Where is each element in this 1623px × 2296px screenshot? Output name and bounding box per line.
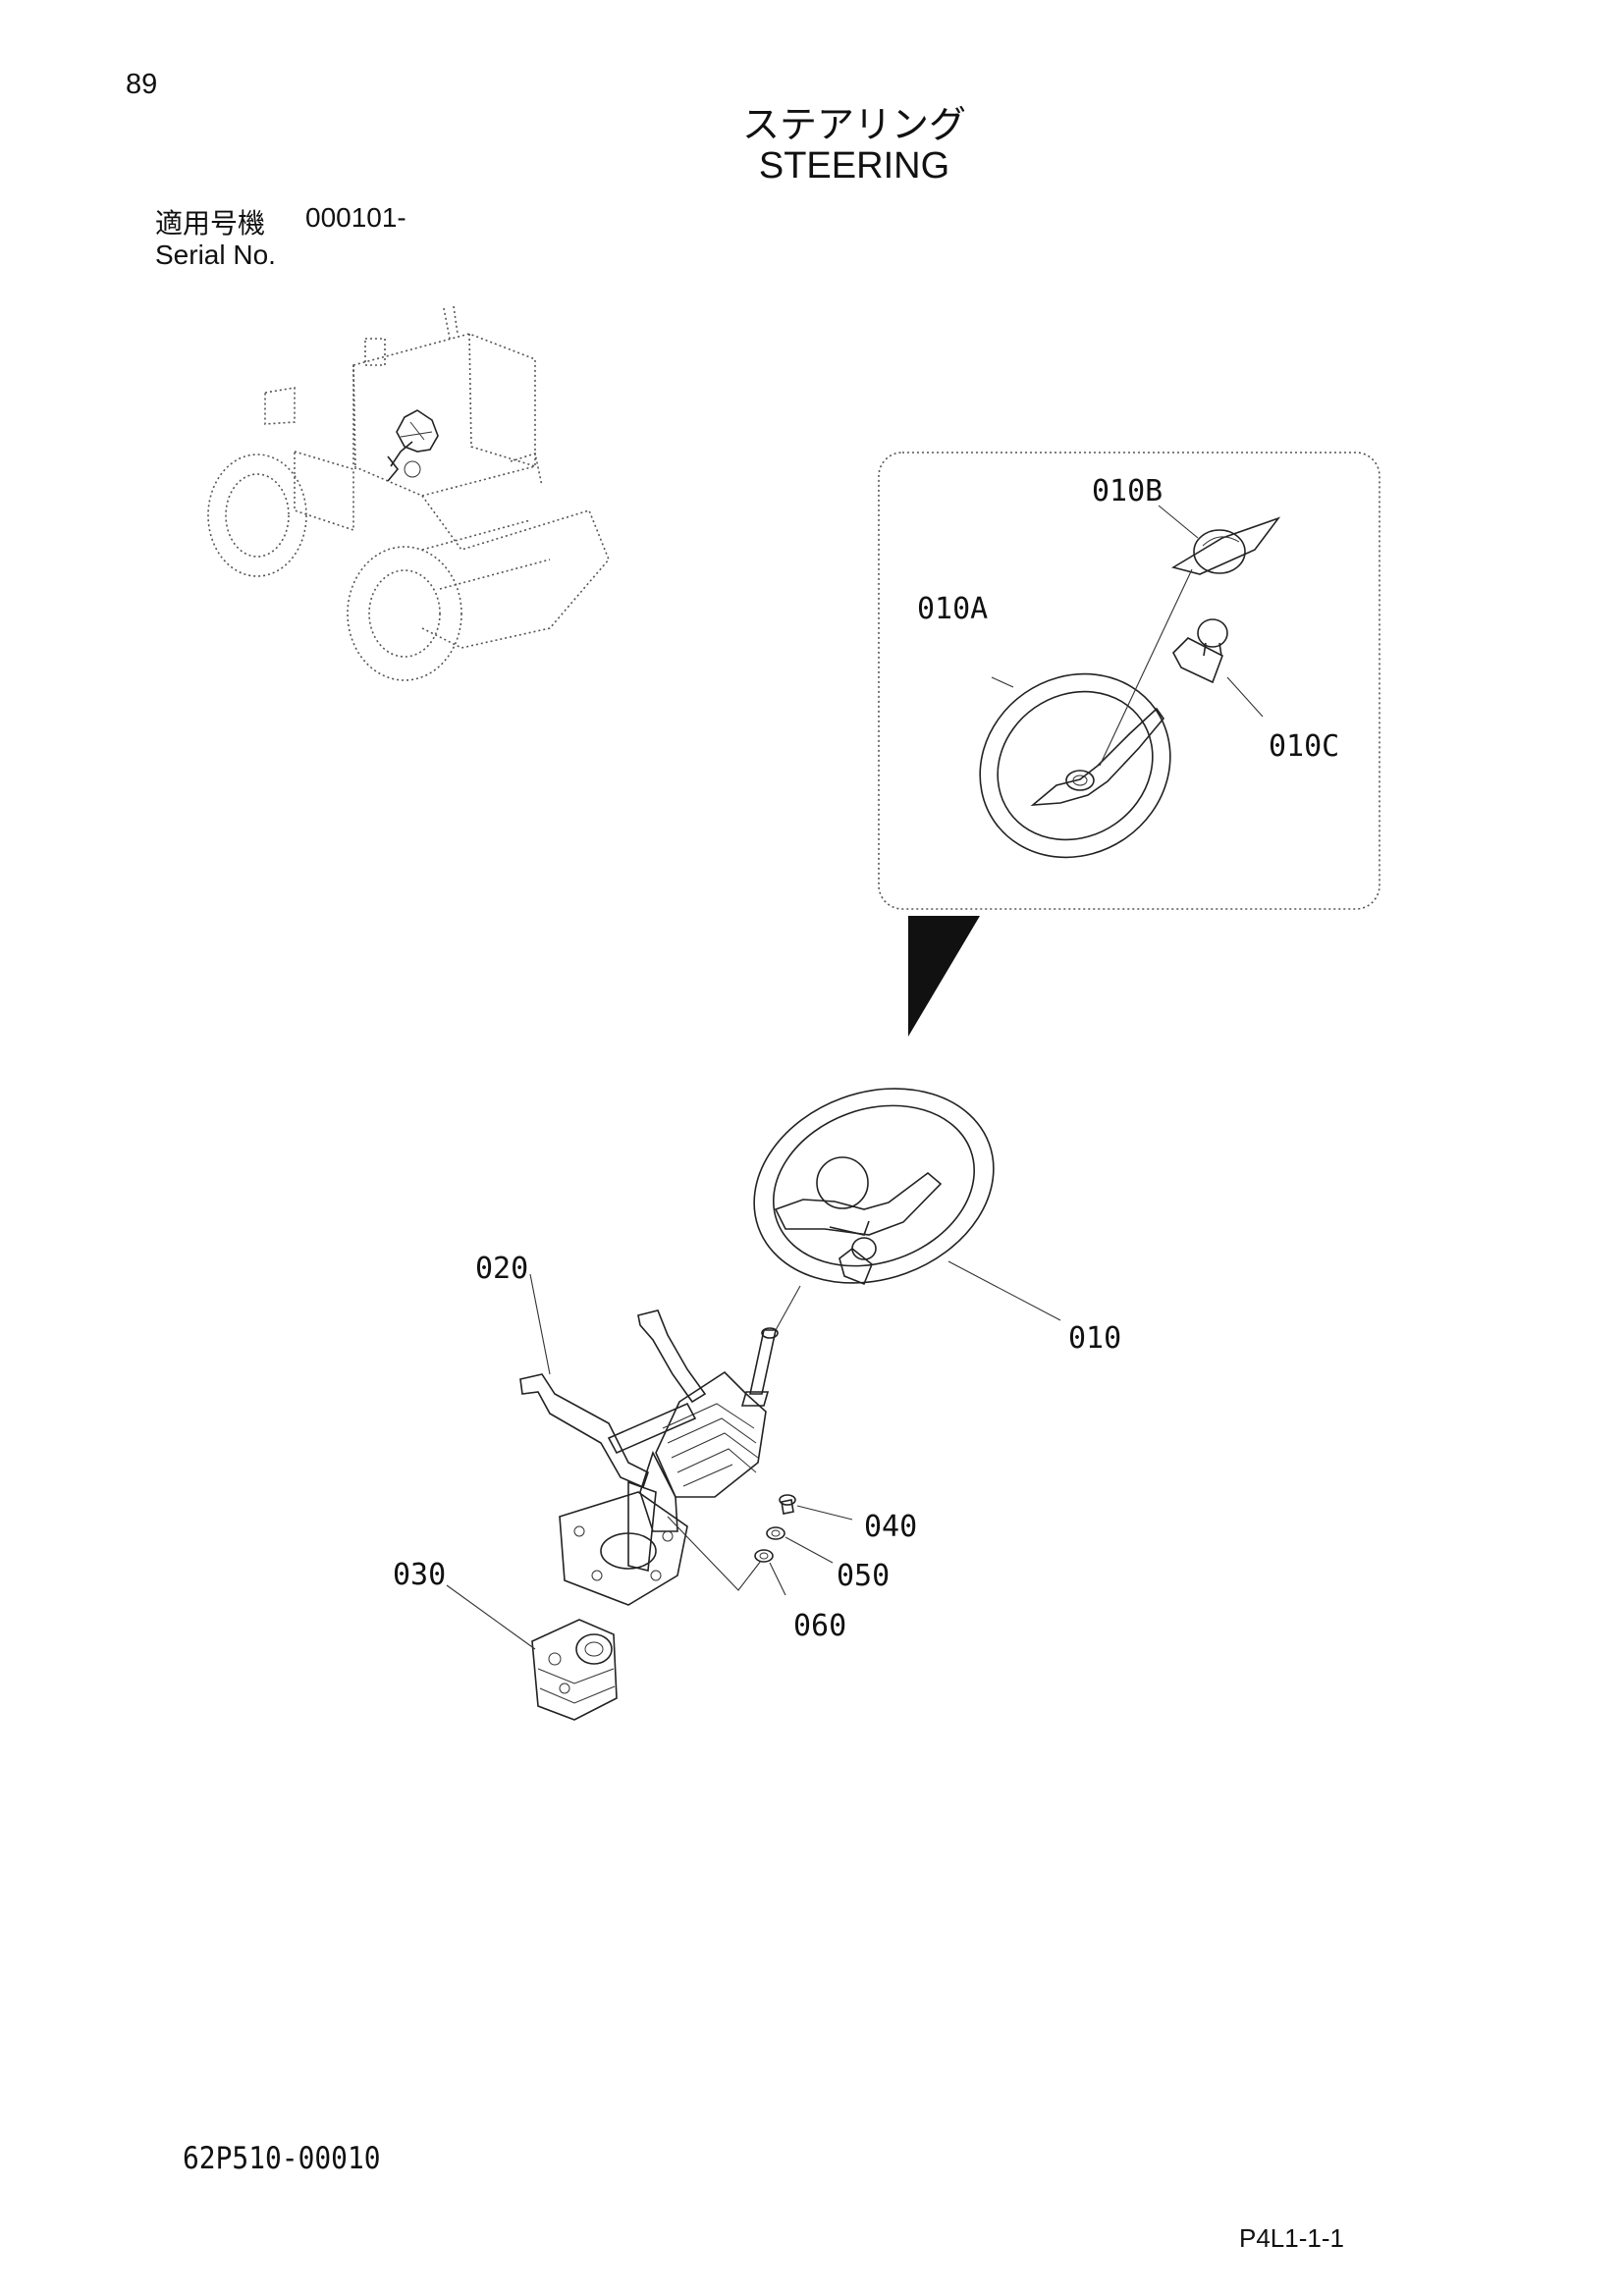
steering-wheel-detail <box>979 672 1171 859</box>
callout-060: 060 <box>793 1609 846 1643</box>
detail-callout-box <box>878 452 1380 1037</box>
leader-lines <box>446 505 1264 1650</box>
callout-010A: 010A <box>917 592 988 626</box>
callout-010B: 010B <box>1092 474 1163 508</box>
document-code: 62P510-00010 <box>183 2141 381 2176</box>
callout-030: 030 <box>393 1558 446 1592</box>
serial-label: Serial No. <box>155 240 276 270</box>
page-reference: P4L1-1-1 <box>1239 2223 1344 2253</box>
callout-010: 010 <box>1068 1321 1121 1356</box>
bolt-and-washers <box>754 1494 796 1563</box>
serial-number-range: 000101- <box>305 202 406 233</box>
horn-cap-detail <box>1170 516 1281 575</box>
callout-010C: 010C <box>1269 729 1339 764</box>
steering-valve-unit <box>531 1619 618 1721</box>
callout-050: 050 <box>837 1559 890 1593</box>
page-title: STEERING <box>758 145 950 187</box>
page-number: 89 <box>126 69 158 100</box>
serial-label-japanese: 適用号機 <box>155 207 266 240</box>
callout-040: 040 <box>864 1510 917 1544</box>
spinner-knob-detail <box>1172 618 1228 684</box>
steering-column <box>559 1327 779 1606</box>
page-title-japanese: ステアリング <box>741 103 966 146</box>
column-bracket <box>519 1309 707 1489</box>
machine-overview-illustration <box>207 305 610 681</box>
steering-wheel <box>753 1088 995 1286</box>
callout-020: 020 <box>475 1252 528 1286</box>
